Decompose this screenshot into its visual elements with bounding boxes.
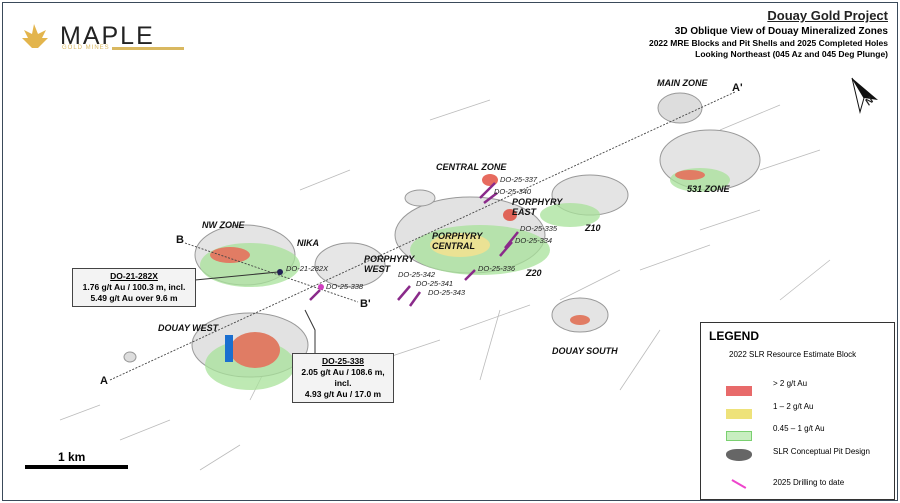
section-label-a: A [100, 375, 108, 387]
zone-label-central: CENTRAL ZONE [436, 162, 507, 172]
hole-label: DO-25-338 [326, 282, 364, 291]
hole-label: DO-25-334 [515, 236, 553, 245]
hole-label: DO-25-336 [478, 264, 516, 273]
legend: LEGEND 2022 SLR Resource Estimate Block … [700, 322, 895, 500]
hole-label: DO-25-343 [428, 288, 466, 297]
scale-bar [25, 465, 128, 469]
pit-design-icon [726, 449, 752, 461]
drilling-line-icon [731, 479, 747, 489]
hole-label: DO-25-341 [416, 279, 454, 288]
section-label-b: B [176, 234, 184, 246]
logo: MAPLE GOLD MINES [22, 22, 192, 52]
zone-label-nw: NW ZONE [202, 220, 245, 230]
north-arrow [851, 77, 878, 114]
maple-leaf-icon [22, 24, 48, 48]
zone-label-nika: NIKA [297, 238, 319, 248]
zone-label-douay-south: DOUAY SOUTH [552, 346, 618, 356]
section-lines [109, 91, 736, 381]
drill-hole-marker [225, 335, 233, 362]
scale-label: 1 km [58, 450, 86, 464]
hole-label: DO-25-342 [398, 270, 436, 279]
zone-label-z10: Z10 [585, 223, 601, 233]
zone-label-z20: Z20 [526, 268, 542, 278]
hole-label: DO-25-335 [520, 224, 558, 233]
hole-label: DO-25-340 [494, 187, 532, 196]
callout-do-25-338: DO-25-338 2.05 g/t Au / 108.6 m, incl. 4… [292, 353, 394, 403]
hole-label: DO-21-282X [286, 264, 329, 273]
section-label-a-prime: A' [732, 82, 743, 94]
hole-collar [277, 269, 283, 275]
hole-collar [318, 284, 324, 290]
legend-swatch-low [726, 431, 752, 441]
drill-holes-2025 [309, 182, 519, 307]
map-title: Douay Gold Project 3D Oblique View of Do… [648, 8, 888, 59]
callout-do-21-282x: DO-21-282X 1.76 g/t Au / 100.3 m, incl. … [72, 268, 196, 307]
section-label-b-prime: B' [360, 298, 371, 310]
zone-label-douay-west: DOUAY WEST [158, 323, 219, 333]
legend-swatch-medium [726, 409, 752, 419]
zone-label-531: 531 ZONE [687, 184, 730, 194]
hole-label: DO-25-337 [500, 175, 538, 184]
legend-swatch-high [726, 386, 752, 396]
callout-leaders [194, 271, 316, 353]
zone-label-main: MAIN ZONE [657, 78, 708, 88]
